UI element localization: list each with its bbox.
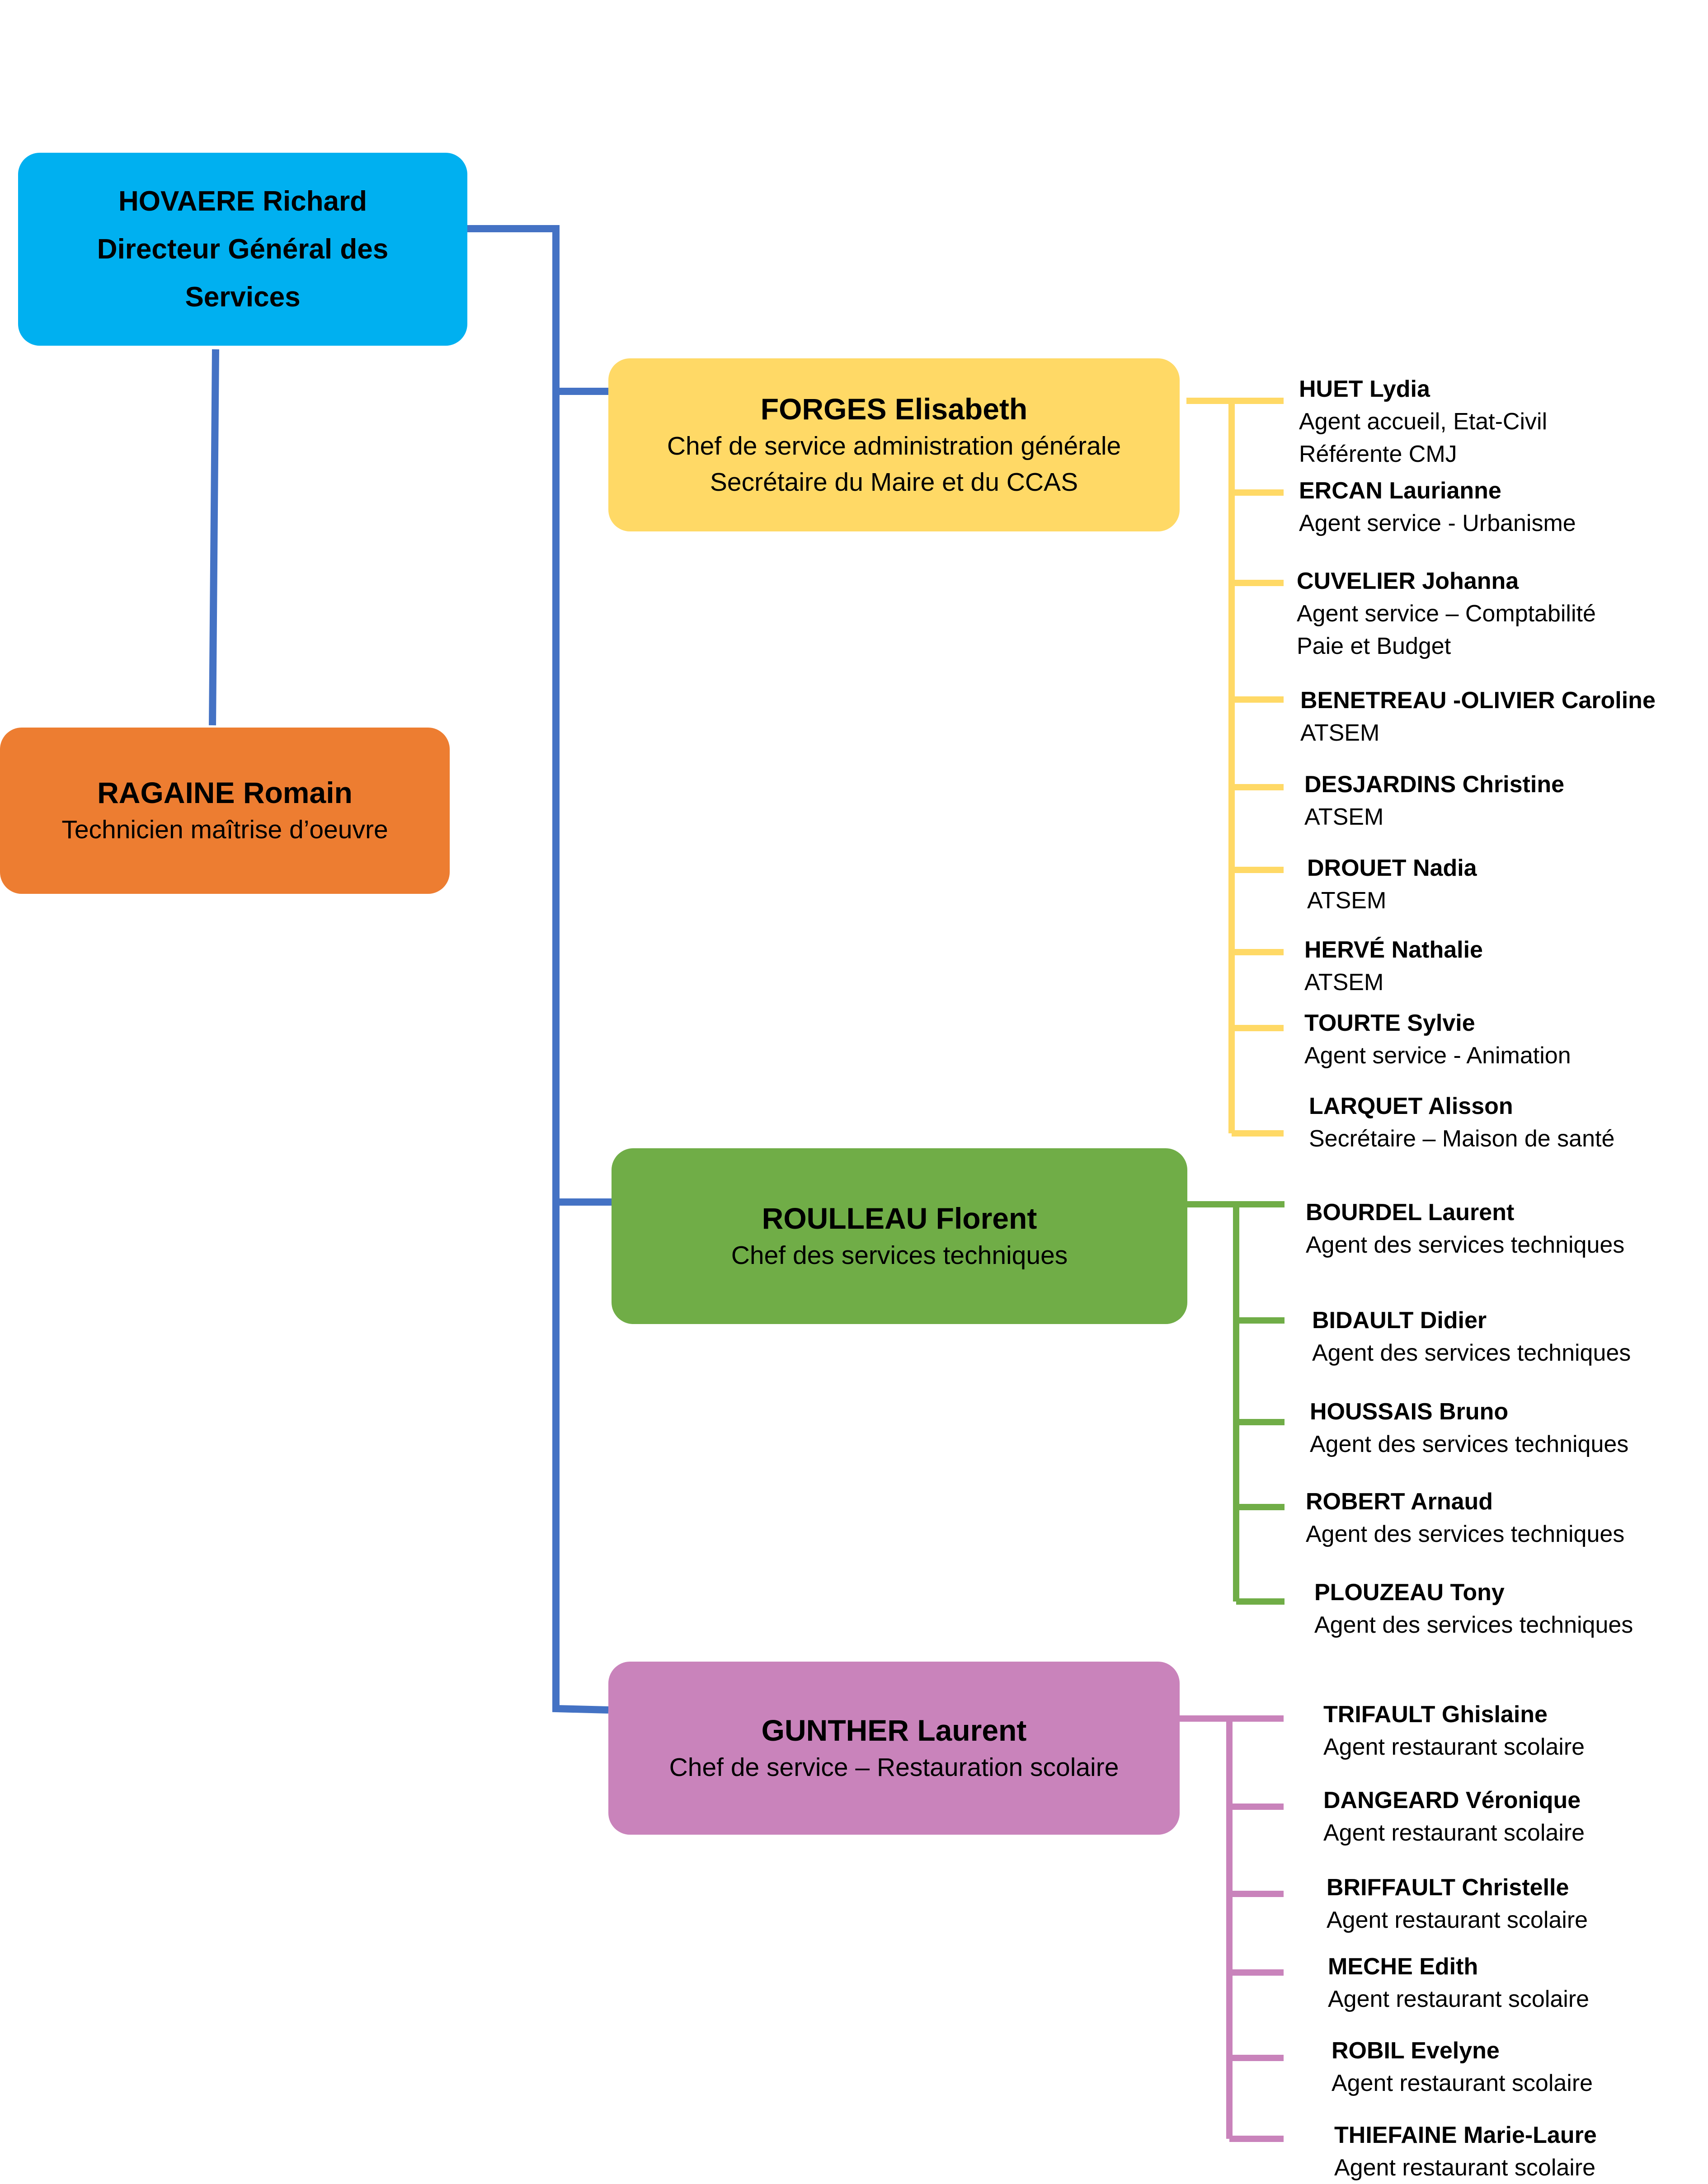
agent-role: Agent des services techniques [1312, 1340, 1631, 1366]
agent-role: Secrétaire – Maison de santé [1309, 1126, 1615, 1152]
agent-name: ERCAN Laurianne [1299, 478, 1501, 504]
agent-role: ATSEM [1304, 969, 1384, 996]
agent-role: Agent restaurant scolaire [1327, 1907, 1588, 1933]
agent-name: DROUET Nadia [1307, 855, 1477, 881]
line-director-trunk [467, 225, 609, 1714]
technician-role: Technicien maîtrise d’oeuvre [61, 815, 388, 844]
agent-role: Agent des services techniques [1306, 1521, 1625, 1547]
agent-name: DANGEARD Véronique [1323, 1787, 1581, 1813]
agent-name: LARQUET Alisson [1309, 1093, 1513, 1119]
agent-name: MECHE Edith [1328, 1954, 1478, 1980]
director-box: HOVAERE Richard Directeur Général des Se… [18, 153, 467, 346]
agent-name: HERVÉ Nathalie [1304, 937, 1483, 963]
agent-name: ROBERT Arnaud [1306, 1489, 1493, 1515]
technician-box: RAGAINE Romain Technicien maîtrise d’oeu… [0, 728, 450, 894]
department-head-name: GUNTHER Laurent [761, 1713, 1027, 1747]
agent-name: BRIFFAULT Christelle [1327, 1874, 1569, 1901]
agent-name: HOUSSAIS Bruno [1310, 1399, 1509, 1425]
agent-name: BIDAULT Didier [1312, 1307, 1487, 1334]
agent-role: Agent des services techniques [1314, 1612, 1633, 1638]
agent-role: Référente CMJ [1299, 441, 1457, 467]
agent-name: THIEFAINE Marie-Laure [1334, 2122, 1597, 2148]
agent-role: Agent accueil, Etat-Civil [1299, 409, 1548, 435]
department-box-admin: FORGES Elisabeth Chef de service adminis… [608, 358, 1180, 531]
agent-role: Agent restaurant scolaire [1323, 1734, 1585, 1760]
agent-role: Agent des services techniques [1306, 1232, 1625, 1258]
agent-role: ATSEM [1307, 888, 1387, 914]
agent-role: Agent restaurant scolaire [1334, 2155, 1596, 2181]
director-name: HOVAERE Richard [118, 185, 367, 217]
agent-name: CUVELIER Johanna [1297, 568, 1519, 594]
forges-agent-branches [1186, 398, 1284, 1137]
agent-role: Agent restaurant scolaire [1323, 1820, 1585, 1846]
agent-role: Agent service - Animation [1304, 1043, 1571, 1069]
agent-name: HUET Lydia [1299, 376, 1430, 402]
department-head-name: ROULLEAU Florent [762, 1201, 1037, 1235]
agent-name: BOURDEL Laurent [1306, 1199, 1515, 1226]
department-head-role: Chef de service administration générale [667, 431, 1121, 460]
line-director-to-technician [209, 349, 219, 726]
agent-role: Agent des services techniques [1310, 1431, 1629, 1457]
agent-role: Agent restaurant scolaire [1328, 1986, 1590, 2012]
agent-name: BENETREAU -OLIVIER Caroline [1300, 687, 1656, 714]
agent-role: ATSEM [1304, 804, 1384, 830]
agent-role: Agent service – Comptabilité [1297, 601, 1596, 627]
agent-name: TRIFAULT Ghislaine [1323, 1701, 1548, 1728]
agent-name: DESJARDINS Christine [1304, 771, 1564, 798]
gunther-agent-branches [1180, 1715, 1284, 2142]
agent-name: PLOUZEAU Tony [1314, 1579, 1505, 1606]
agent-role: Agent service - Urbanisme [1299, 510, 1576, 536]
department-head-name: FORGES Elisabeth [760, 392, 1028, 426]
agent-role: Paie et Budget [1297, 633, 1451, 659]
director-role: Directeur Général des Services [97, 233, 389, 313]
roulleau-agent-branches [1186, 1201, 1285, 1605]
department-box-technical: ROULLEAU Florent Chef des services techn… [612, 1148, 1187, 1324]
agent-role: ATSEM [1300, 720, 1380, 746]
department-head-role: Chef de service – Restauration scolaire [669, 1752, 1119, 1782]
agent-role: Agent restaurant scolaire [1332, 2070, 1593, 2096]
agent-name: TOURTE Sylvie [1304, 1010, 1475, 1036]
department-box-catering: GUNTHER Laurent Chef de service – Restau… [608, 1662, 1180, 1835]
technician-name: RAGAINE Romain [97, 776, 353, 809]
department-head-role: Chef des services techniques [731, 1240, 1068, 1270]
department-head-role: Secrétaire du Maire et du CCAS [710, 467, 1078, 497]
agent-name: ROBIL Evelyne [1332, 2038, 1500, 2064]
